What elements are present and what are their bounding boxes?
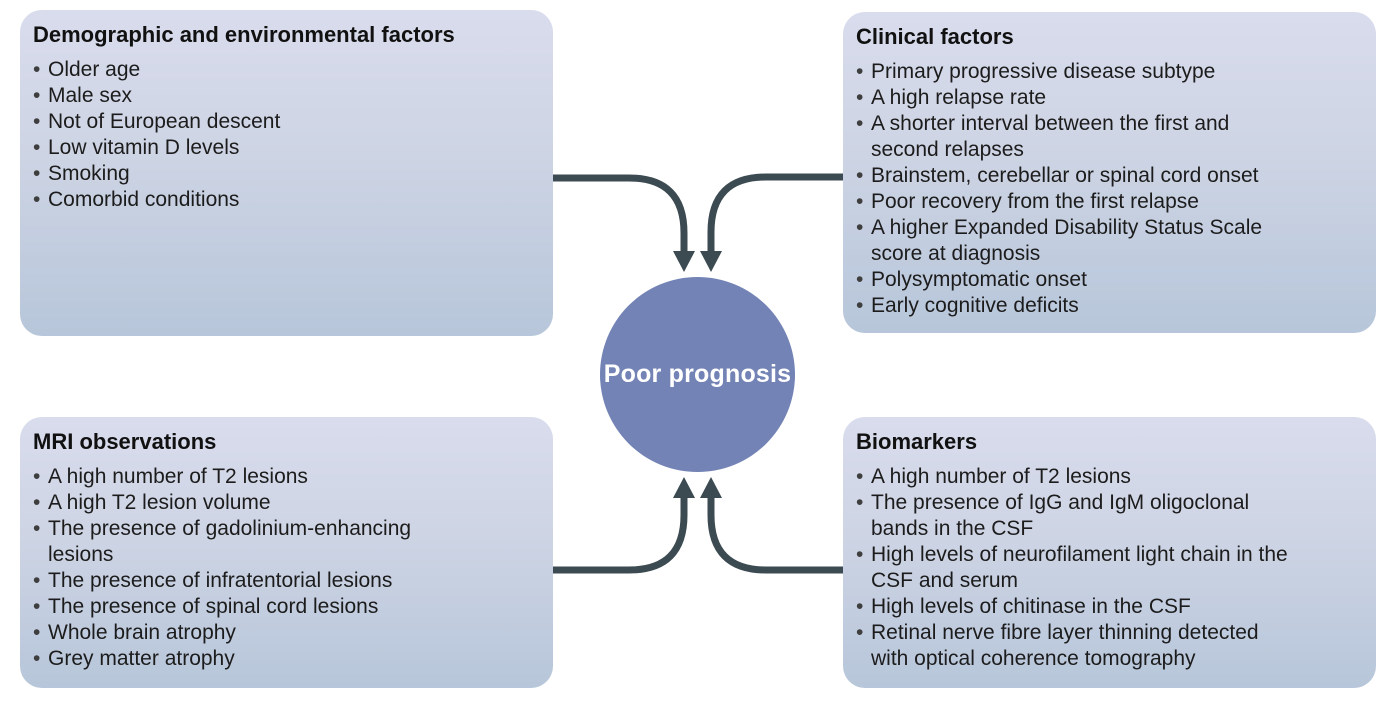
list-item: The presence of infratentorial lesions [33, 568, 537, 594]
list-item: A high relapse rate [856, 85, 1360, 111]
box-title: Biomarkers [856, 429, 978, 454]
arrowhead-icon [700, 251, 722, 272]
list-item: Grey matter atrophy [33, 646, 537, 672]
arrowhead-icon [700, 477, 722, 498]
list-item: A shorter interval between the first and… [856, 111, 1360, 163]
arrow-mri-to-circle [553, 496, 688, 574]
list-item: Poor recovery from the first relapse [856, 189, 1360, 215]
factor-list: Older ageMale sexNot of European descent… [33, 57, 537, 213]
arrow-clinical-to-circle [707, 173, 843, 253]
box-clinical-factors: Clinical factors Primary progressive dis… [843, 12, 1376, 333]
box-title: Clinical factors [856, 24, 1014, 49]
factor-list: A high number of T2 lesionsThe presence … [856, 464, 1360, 672]
factor-list: A high number of T2 lesionsA high T2 les… [33, 464, 537, 672]
box-title: MRI observations [33, 429, 217, 454]
list-item: Low vitamin D levels [33, 135, 537, 161]
list-item: The presence of gadolinium-enhancing les… [33, 516, 537, 568]
list-item: A high number of T2 lesions [856, 464, 1360, 490]
list-item: High levels of chitinase in the CSF [856, 594, 1360, 620]
list-item: High levels of neurofilament light chain… [856, 542, 1360, 594]
list-item: Early cognitive deficits [856, 293, 1360, 319]
list-item: Retinal nerve fibre layer thinning detec… [856, 620, 1360, 672]
box-biomarkers: Biomarkers A high number of T2 lesionsTh… [843, 417, 1376, 688]
box-title: Demographic and environmental factors [33, 22, 455, 47]
list-item: Comorbid conditions [33, 187, 537, 213]
list-item: A high T2 lesion volume [33, 490, 537, 516]
arrowhead-icon [673, 477, 695, 498]
list-item: Whole brain atrophy [33, 620, 537, 646]
arrowhead-icon [673, 251, 695, 272]
list-item: Not of European descent [33, 109, 537, 135]
list-item: Polysymptomatic onset [856, 267, 1360, 293]
list-item: Older age [33, 57, 537, 83]
arrow-demographic-to-circle [553, 174, 688, 253]
box-mri-observations: MRI observations A high number of T2 les… [20, 417, 553, 688]
factor-list: Primary progressive disease subtypeA hig… [856, 59, 1360, 319]
poor-prognosis-label: Poor prognosis [603, 360, 792, 388]
poor-prognosis-circle: Poor prognosis [600, 277, 795, 472]
list-item: The presence of spinal cord lesions [33, 594, 537, 620]
list-item: A high number of T2 lesions [33, 464, 537, 490]
arrow-biomarkers-to-circle [707, 496, 843, 574]
list-item: A higher Expanded Disability Status Scal… [856, 215, 1360, 267]
list-item: Primary progressive disease subtype [856, 59, 1360, 85]
list-item: Smoking [33, 161, 537, 187]
list-item: Brainstem, cerebellar or spinal cord ons… [856, 163, 1360, 189]
box-demographic-environmental-factors: Demographic and environmental factors Ol… [20, 10, 553, 336]
list-item: Male sex [33, 83, 537, 109]
list-item: The presence of IgG and IgM oligoclonal … [856, 490, 1360, 542]
